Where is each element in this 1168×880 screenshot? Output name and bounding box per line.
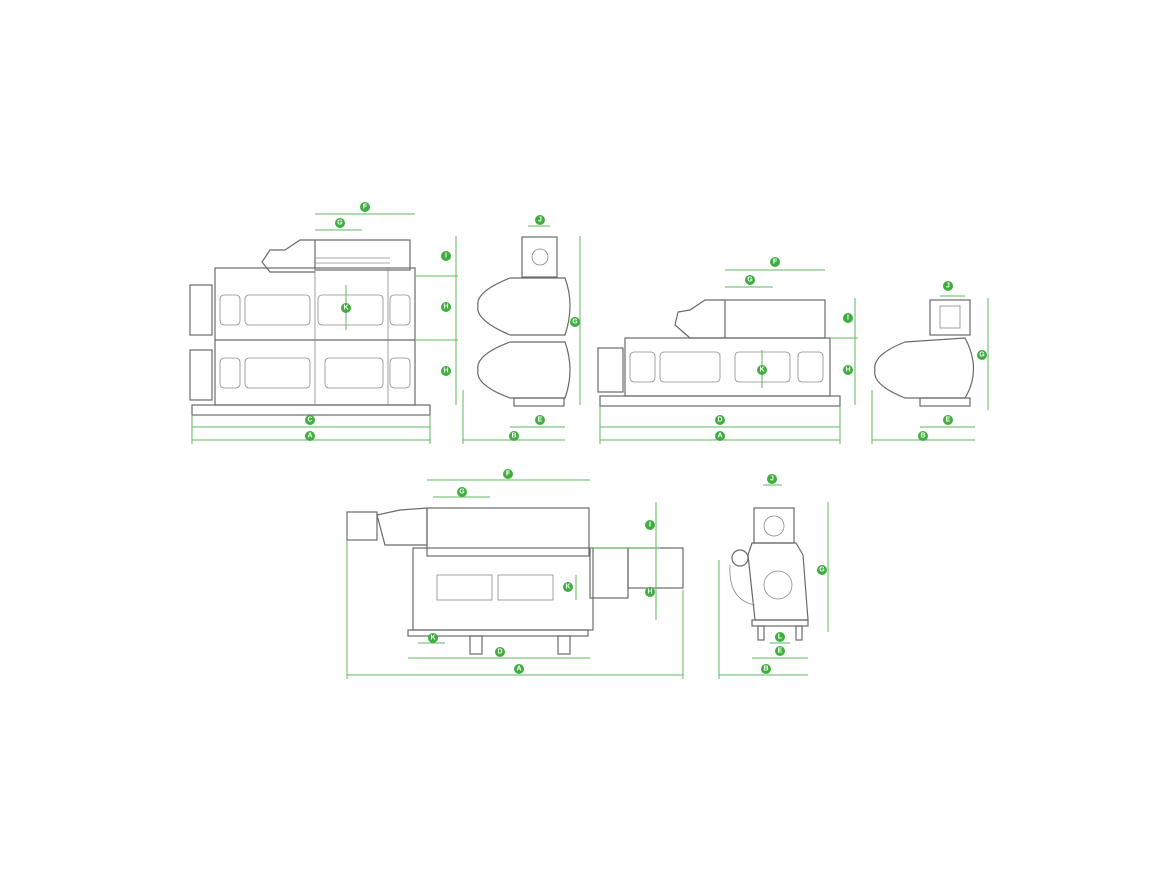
svg-text:L: L	[778, 634, 783, 641]
svg-text:E: E	[778, 648, 783, 655]
dim-label-g: G	[745, 275, 755, 285]
svg-text:G: G	[337, 220, 343, 227]
svg-text:E: E	[538, 417, 543, 424]
dim-label-k-base: K	[428, 633, 438, 643]
drawing-double-press-end: J G E B	[462, 215, 581, 444]
svg-text:K: K	[565, 584, 570, 591]
svg-text:F: F	[773, 259, 778, 266]
dim-label-g: G	[817, 565, 827, 575]
svg-text:K: K	[343, 305, 348, 312]
dim-label-h: H	[645, 587, 655, 597]
dim-label-b: B	[761, 664, 771, 674]
drawing-double-press-side: F G I H H K C A	[189, 202, 458, 444]
svg-text:G: G	[819, 567, 825, 574]
svg-text:J: J	[770, 476, 774, 483]
dim-label-j: J	[535, 215, 545, 225]
dim-label-k: K	[341, 303, 351, 313]
dim-label-i: I	[645, 520, 655, 530]
svg-text:A: A	[516, 666, 521, 673]
drawing-single-press-end: J G E B	[871, 281, 989, 444]
svg-text:I: I	[847, 315, 849, 322]
svg-text:F: F	[506, 471, 511, 478]
svg-text:D: D	[497, 649, 502, 656]
svg-text:G: G	[572, 319, 578, 326]
svg-text:H: H	[647, 589, 652, 596]
dim-label-l: L	[775, 632, 785, 642]
svg-text:J: J	[538, 217, 542, 224]
svg-text:D: D	[717, 417, 722, 424]
dim-label-d: D	[715, 415, 725, 425]
dim-label-e: E	[943, 415, 953, 425]
dim-label-k: K	[563, 582, 573, 592]
drawing-expander-side: F G I H K K D A	[346, 469, 684, 679]
svg-text:H: H	[845, 367, 850, 374]
drawing-expander-end: J G L E B	[718, 474, 829, 679]
dim-label-i: I	[843, 313, 853, 323]
svg-text:E: E	[946, 417, 951, 424]
svg-text:K: K	[759, 367, 764, 374]
svg-text:C: C	[307, 417, 312, 424]
dim-label-a: A	[305, 431, 315, 441]
dim-label-b: B	[918, 431, 928, 441]
svg-text:J: J	[946, 283, 950, 290]
svg-text:G: G	[979, 352, 985, 359]
dim-label-j: J	[767, 474, 777, 484]
svg-text:F: F	[363, 204, 368, 211]
dim-label-f: F	[770, 257, 780, 267]
dim-label-g: G	[570, 317, 580, 327]
svg-text:G: G	[747, 277, 753, 284]
dim-label-f: F	[503, 469, 513, 479]
svg-text:B: B	[920, 433, 925, 440]
svg-text:I: I	[649, 522, 651, 529]
dim-label-e: E	[535, 415, 545, 425]
dim-label-c: C	[305, 415, 315, 425]
dim-label-b: B	[509, 431, 519, 441]
svg-text:A: A	[717, 433, 722, 440]
svg-text:A: A	[307, 433, 312, 440]
dim-label-e: E	[775, 646, 785, 656]
dim-label-j: J	[943, 281, 953, 291]
svg-text:H: H	[443, 368, 448, 375]
svg-text:I: I	[445, 253, 447, 260]
svg-text:B: B	[511, 433, 516, 440]
svg-text:H: H	[443, 304, 448, 311]
dim-label-h: H	[441, 366, 451, 376]
dim-label-i: I	[441, 251, 451, 261]
dim-label-g: G	[457, 487, 467, 497]
dim-label-k: K	[757, 365, 767, 375]
drawing-single-press-side: F G I H K D A	[597, 257, 858, 444]
dim-label-g: G	[977, 350, 987, 360]
dim-label-a: A	[715, 431, 725, 441]
svg-text:B: B	[763, 666, 768, 673]
dim-label-f: F	[360, 202, 370, 212]
dim-label-h: H	[843, 365, 853, 375]
svg-text:K: K	[430, 635, 435, 642]
dim-label-a: A	[514, 664, 524, 674]
dim-label-d: D	[495, 647, 505, 657]
dim-label-h: H	[441, 302, 451, 312]
svg-text:G: G	[459, 489, 465, 496]
dim-label-g: G	[335, 218, 345, 228]
